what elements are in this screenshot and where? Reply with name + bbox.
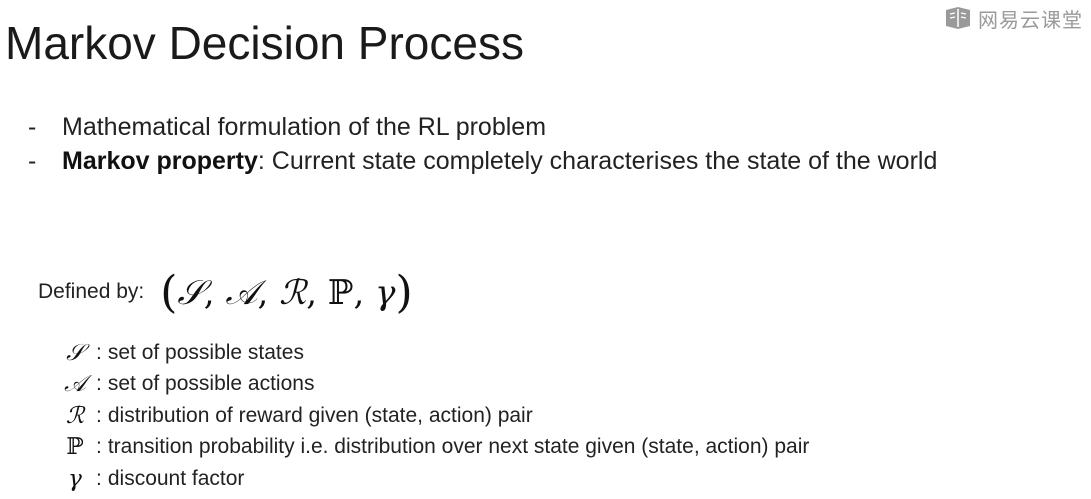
- definition-symbol: 𝒮: [66, 339, 84, 366]
- bullet-text: : Current state completely characterises…: [257, 147, 938, 175]
- definition-symbol: 𝒜: [64, 371, 86, 398]
- tuple-comma: ,: [257, 272, 269, 313]
- tuple-comma: ,: [306, 272, 318, 313]
- mdp-tuple: (𝒮, 𝒜, ℛ, ℙ, γ): [160, 267, 412, 318]
- watermark-text: 网易云课堂: [978, 7, 1083, 32]
- definition-separator: :: [96, 435, 102, 459]
- definition-text: set of possible actions: [107, 372, 315, 396]
- slide-title: Markov Decision Process: [5, 17, 524, 69]
- bullet-dash: -: [28, 113, 37, 141]
- bullet-bold-term: Markov property: [62, 147, 258, 175]
- bullet-dash: -: [28, 147, 37, 175]
- watermark: 网易云课堂: [944, 4, 1083, 32]
- definition-item-transition: ℙ : transition probability i.e. distribu…: [62, 432, 809, 464]
- defined-by-label: Defined by:: [38, 280, 145, 303]
- defined-by-row: Defined by: (𝒮, 𝒜, ℛ, ℙ, γ): [38, 262, 413, 322]
- definition-item-actions: 𝒜 : set of possible actions: [62, 369, 809, 401]
- definition-item-reward: ℛ : distribution of reward given (state,…: [62, 400, 809, 432]
- bullet-list: - Mathematical formulation of the RL pro…: [28, 110, 1068, 178]
- definition-text: set of possible states: [107, 340, 304, 364]
- definition-text: distribution of reward given (state, act…: [107, 403, 533, 427]
- definition-symbol: γ: [68, 465, 82, 492]
- tuple-comma: ,: [203, 272, 215, 313]
- bullet-item: - Mathematical formulation of the RL pro…: [28, 110, 1068, 144]
- netease-cloud-classroom-logo-icon: [944, 6, 972, 30]
- definition-text: discount factor: [107, 466, 245, 490]
- definition-separator: :: [96, 466, 102, 490]
- tuple-symbol-gamma: γ: [375, 272, 396, 313]
- definition-item-states: 𝒮 : set of possible states: [62, 337, 809, 369]
- tuple-symbol-probability: ℙ: [327, 272, 354, 313]
- definition-text: transition probability i.e. distribution…: [107, 435, 810, 459]
- tuple-symbol-states: 𝒮: [177, 272, 204, 313]
- bullet-item: - Markov property: Current state complet…: [28, 144, 1068, 178]
- tuple-symbol-reward: ℛ: [279, 272, 307, 313]
- definition-symbol: ℙ: [66, 434, 84, 461]
- definition-list: 𝒮 : set of possible states 𝒜 : set of po…: [62, 337, 809, 495]
- definition-item-discount: γ : discount factor: [62, 463, 809, 495]
- bullet-text: Mathematical formulation of the RL probl…: [62, 113, 547, 141]
- tuple-symbol-actions: 𝒜: [225, 272, 258, 313]
- definition-symbol: ℛ: [65, 402, 85, 429]
- definition-separator: :: [96, 372, 102, 396]
- tuple-close-paren: ): [395, 266, 413, 318]
- definition-separator: :: [96, 340, 102, 364]
- tuple-open-paren: (: [160, 266, 178, 318]
- definition-separator: :: [96, 403, 102, 427]
- tuple-comma: ,: [353, 272, 365, 313]
